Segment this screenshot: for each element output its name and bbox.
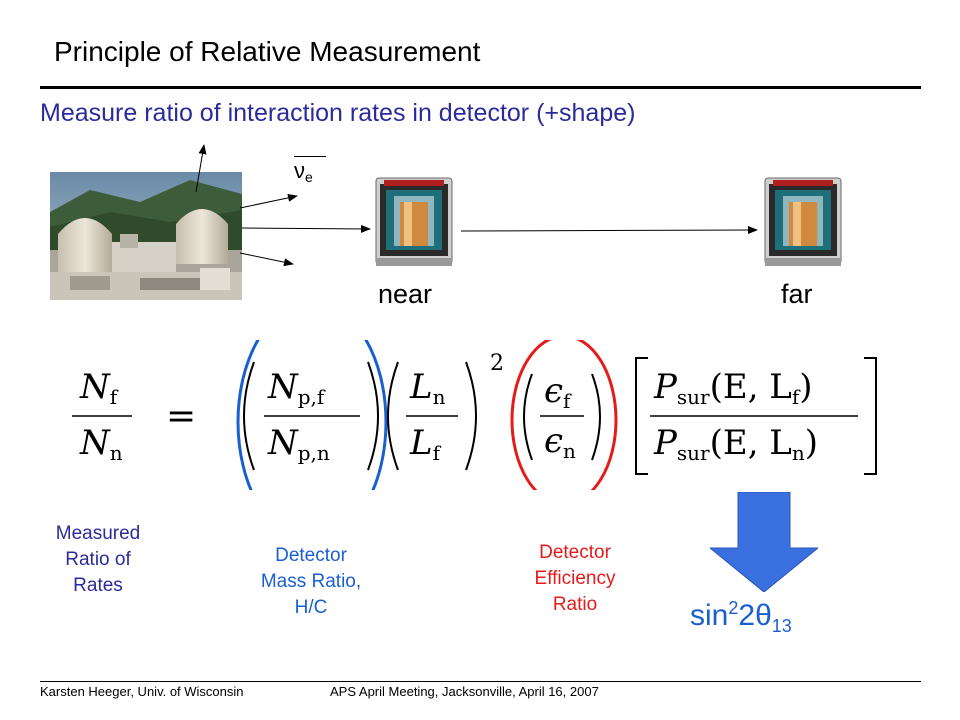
eq-mass-denominator: Np,n	[267, 423, 330, 465]
footer-divider	[40, 681, 921, 682]
result-subscript: 13	[771, 616, 792, 636]
caption-line: Efficiency	[534, 568, 616, 589]
footer-author: Karsten Heeger, Univ. of Wisconsin	[40, 684, 244, 699]
efficiency-ratio-circle	[510, 340, 618, 490]
eq-mass-numerator: Np,f	[267, 367, 326, 409]
eq-eff-numerator: ϵf	[544, 371, 572, 413]
caption-measured-ratio: Measured Ratio of Rates	[28, 521, 168, 599]
eq-eff-denominator: ϵn	[544, 421, 576, 463]
reactor-plant-image	[50, 172, 242, 300]
slide-title: Principle of Relative Measurement	[54, 36, 481, 67]
near-label: near	[378, 279, 433, 309]
caption-mass-ratio: Detector Mass Ratio, H/C	[226, 543, 396, 621]
eq-length-numerator: Ln	[409, 367, 446, 409]
result-middle: 2	[738, 599, 756, 632]
far-detector-icon	[764, 177, 842, 266]
neutrino-label: νe	[294, 156, 326, 185]
eq-equals: =	[166, 396, 196, 437]
footer-venue: APS April Meeting, Jacksonville, April 1…	[330, 684, 599, 699]
theta13-result: sin22θ13	[690, 598, 792, 637]
far-label: far	[781, 279, 813, 309]
eq-psur-numerator: Psur(E, Lf)	[653, 367, 813, 409]
caption-line: Rates	[73, 575, 123, 596]
caption-line: Mass Ratio,	[260, 571, 362, 592]
result-theta: θ	[755, 599, 772, 632]
ratio-equation: Nf Nn = Np,f Np,n Ln Lf 2 ϵf ϵn Psur(E, …	[72, 340, 877, 490]
eq-lhs-denominator: Nn	[79, 423, 123, 465]
title-divider	[40, 86, 921, 89]
eq-psur-denominator: Psur(E, Ln)	[653, 423, 818, 465]
slide-subtitle: Measure ratio of interaction rates in de…	[40, 99, 636, 127]
caption-line: Ratio of	[65, 549, 131, 570]
caption-line: Detector	[275, 545, 347, 566]
caption-efficiency-ratio: Detector Efficiency Ratio	[498, 540, 652, 618]
down-arrow-icon	[710, 492, 818, 592]
caption-line: Ratio	[552, 594, 598, 615]
antiparticle-bar	[294, 156, 326, 157]
caption-line: Detector	[539, 542, 611, 563]
neutrino-subscript: e	[305, 169, 313, 185]
near-detector-icon	[375, 177, 453, 266]
eq-lhs-numerator: Nf	[79, 367, 119, 409]
eq-length-denominator: Lf	[409, 423, 442, 465]
eq-length-exponent: 2	[490, 351, 504, 376]
result-superscript: 2	[728, 598, 739, 618]
mass-ratio-circle	[236, 340, 388, 490]
neutrino-symbol: ν	[294, 158, 305, 183]
caption-line: Measured	[55, 523, 141, 544]
caption-line: H/C	[294, 597, 328, 618]
result-prefix: sin	[690, 599, 729, 632]
